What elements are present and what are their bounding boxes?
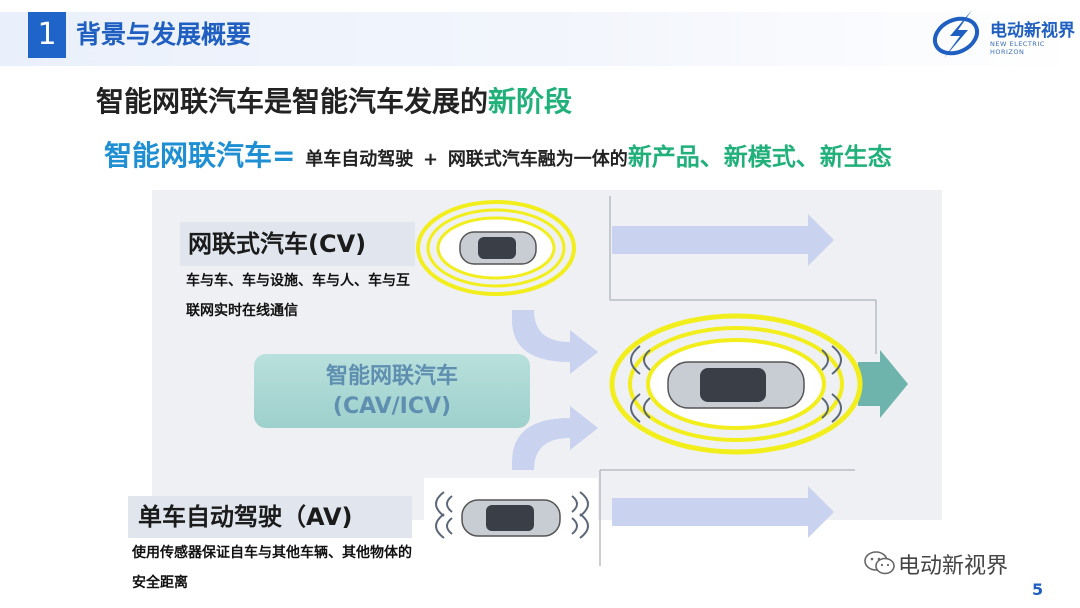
cav-car-group [609,313,863,455]
cv-label: 网联式汽车(CV) [180,222,415,266]
logo-text-cn: 电动新视界 [990,21,1075,41]
section-number: 1 [28,12,66,58]
formula-term-av: 单车自动驾驶 [305,149,414,170]
logo-icon [932,10,980,58]
formula-plus: + [422,149,439,170]
logo-text-en: NEW ELECTRIC HORIZON [990,40,1045,56]
header-bar [0,12,1080,66]
formula-line: 智能网联汽车= 单车自动驾驶 + 网联式汽车融为一体的新产品、新模式、新生态 [104,134,892,174]
arrow-av-right [612,486,834,538]
footer-brand: 电动新视界 [898,554,1009,579]
cav-label-line1: 智能网联汽车 [325,364,458,389]
headline-highlight: 新阶段 [488,85,573,118]
headline-text: 智能网联汽车是智能汽车发展的 [96,85,489,118]
headline: 智能网联汽车是智能汽车发展的新阶段 [96,80,572,120]
formula-lhs: 智能网联汽车= [104,139,296,172]
arrow-cv-right [612,214,834,266]
cv-description: 车与车、车与设施、车与人、车与互联网实时在线通信 [186,273,410,319]
page-number: 5 [1032,580,1044,599]
formula-result: 新产品、新模式、新生态 [627,143,892,171]
arrow-merge-bottom [512,406,598,470]
cav-label-line2: (CAV/ICV) [332,394,452,419]
formula-term-cv: 网联式汽车融为一体的 [447,149,628,170]
cav-label-box: 智能网联汽车 (CAV/ICV) [254,354,530,428]
av-car-group [424,478,598,566]
wechat-icon [864,551,895,575]
connector-lines [599,196,877,566]
av-label: 单车自动驾驶（AV) [128,496,412,538]
section-title: 背景与发展概要 [76,20,252,49]
arrow-merge-top [512,310,598,374]
arrow-cav-right [858,350,908,418]
cv-car-group [416,200,576,296]
av-description: 使用传感器保证自车与其他车辆、其他物体的安全距离 [132,545,412,591]
